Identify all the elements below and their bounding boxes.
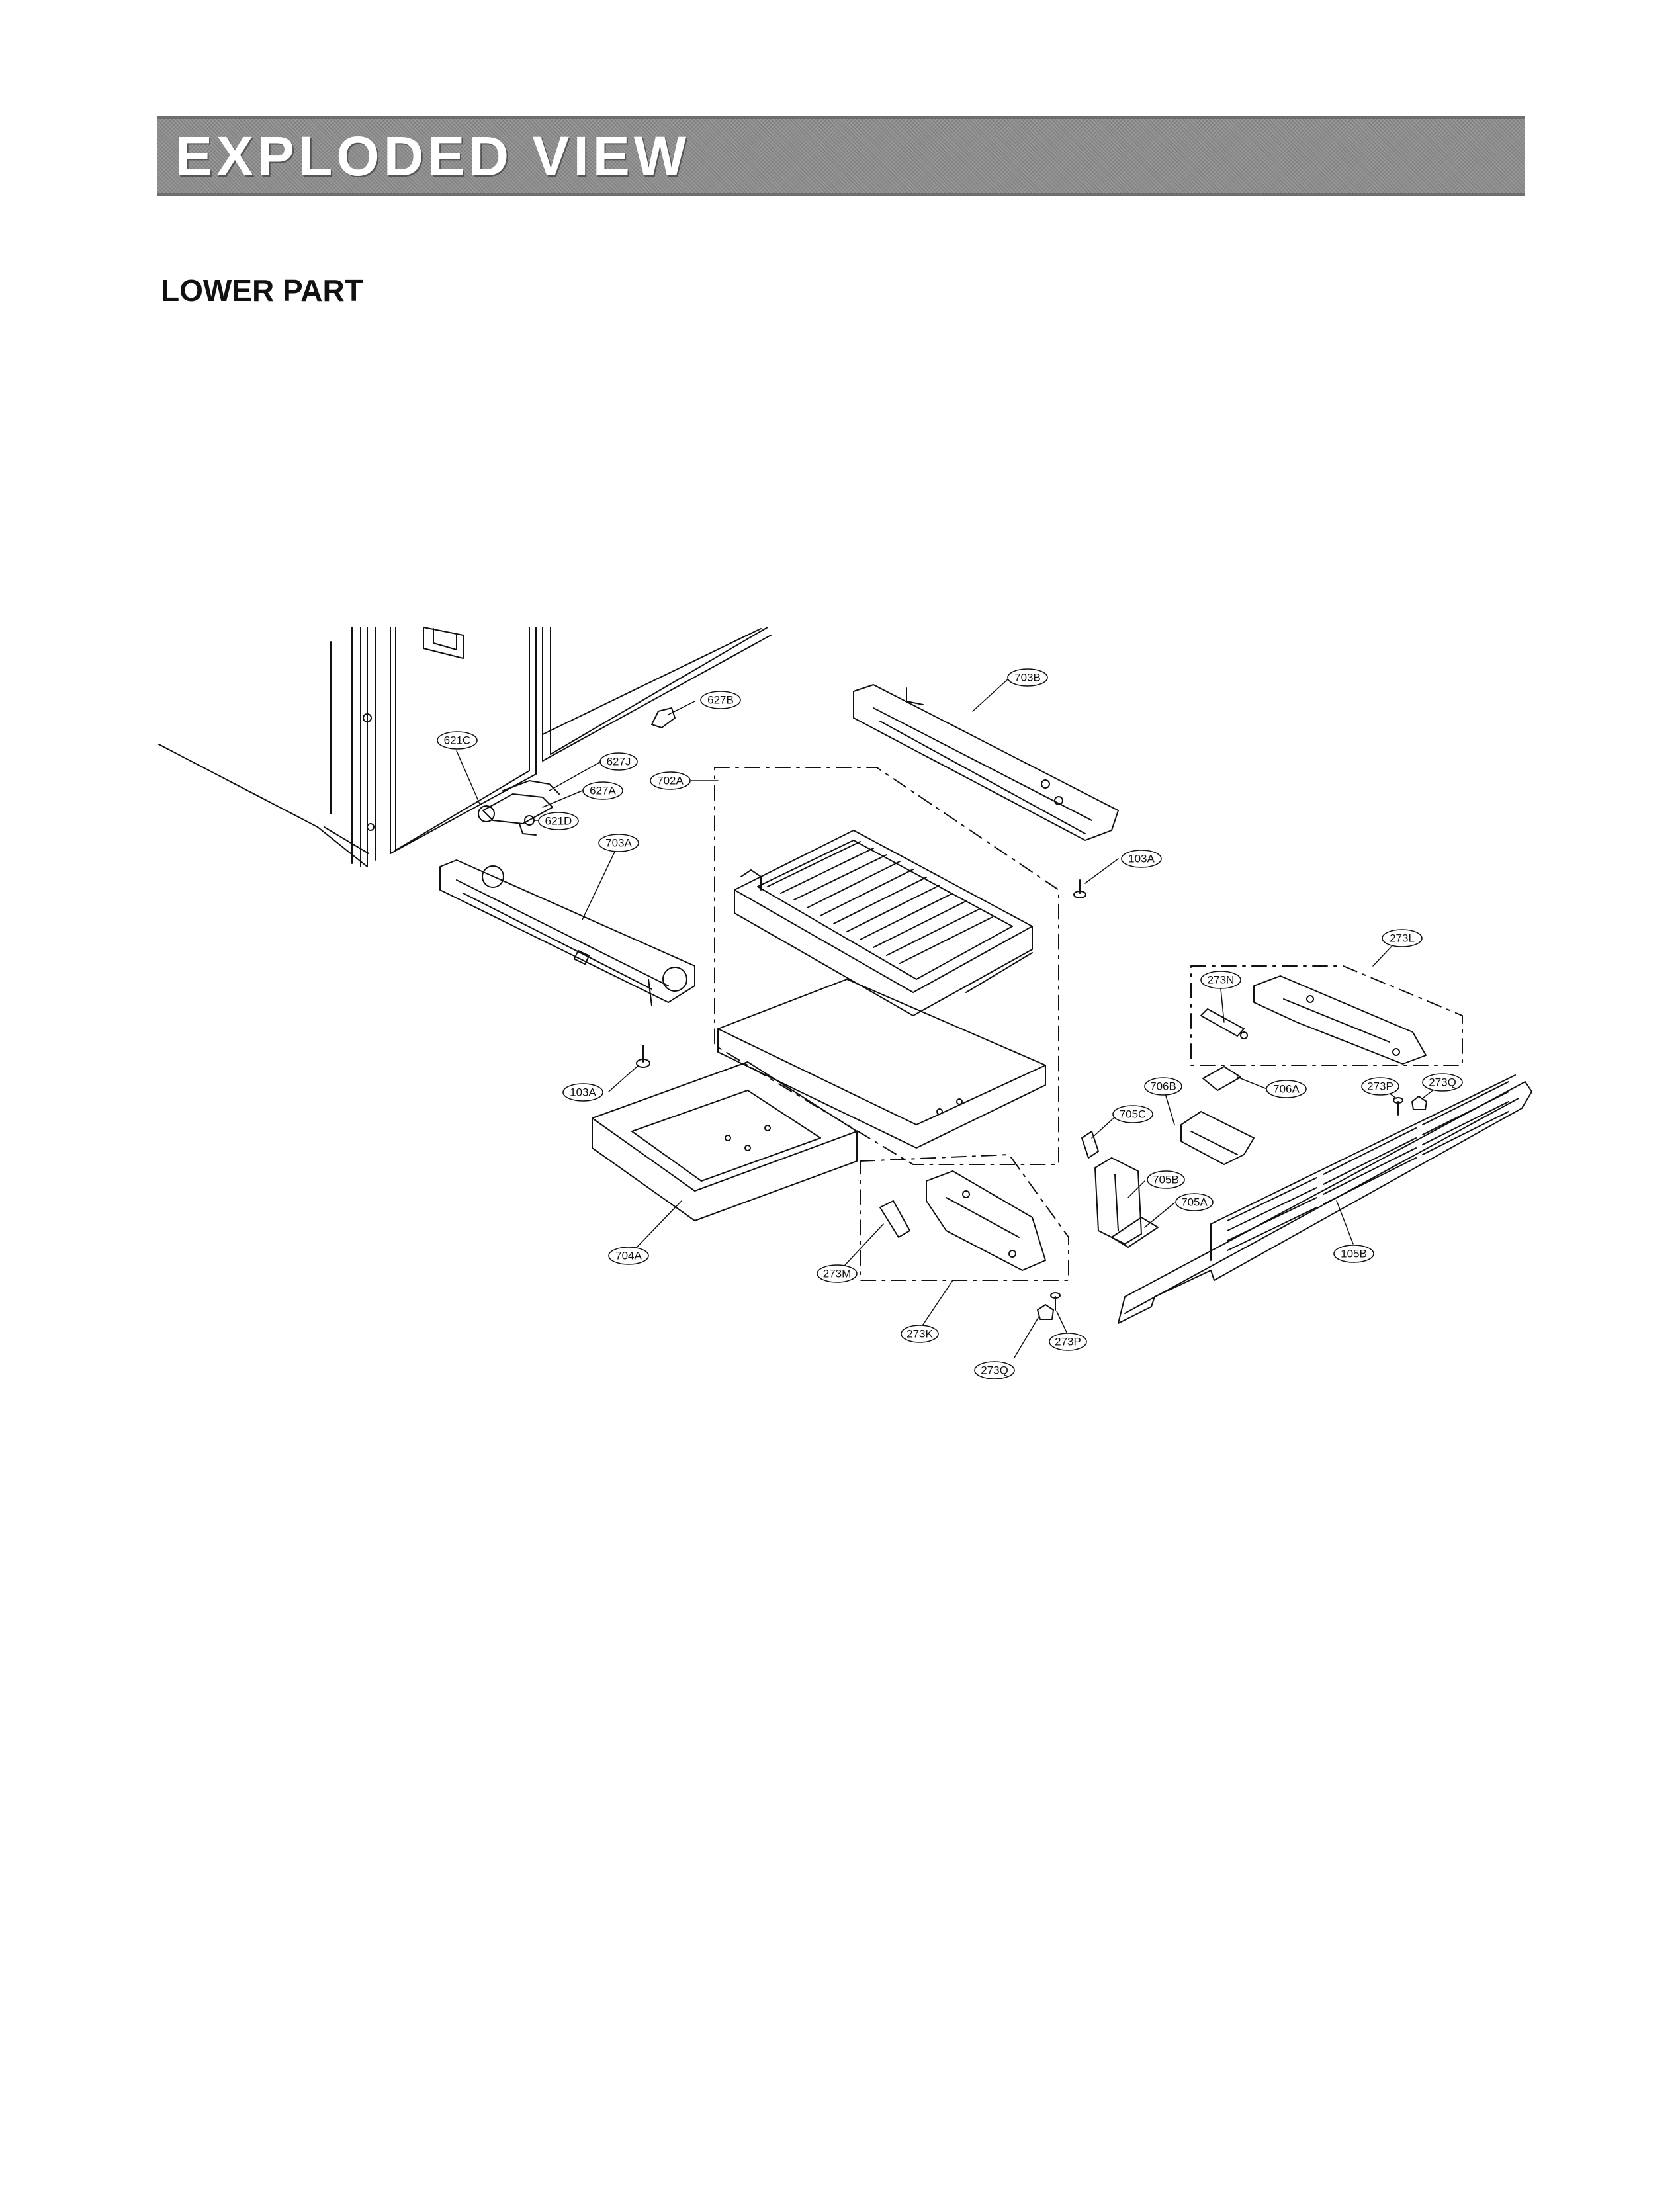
hinge-273k	[926, 1170, 1046, 1271]
callout-273k: 273K	[906, 1328, 933, 1340]
evaporator-part	[734, 830, 1033, 1016]
callout-703b: 703B	[1014, 672, 1041, 684]
callout-702a: 702A	[657, 775, 684, 787]
bracket-706b	[1180, 1111, 1255, 1165]
pin-273m	[879, 1200, 910, 1238]
callout-273l: 273L	[1390, 932, 1415, 945]
water-valve-part	[478, 780, 560, 836]
nut-621d	[524, 815, 535, 826]
callout-705a: 705A	[1181, 1196, 1208, 1209]
callout-627a: 627A	[590, 785, 616, 797]
grille-105b	[1118, 1074, 1532, 1324]
callout-103a-left: 103A	[570, 1086, 596, 1099]
screw-273p-right	[1393, 1097, 1403, 1116]
pad-706a	[1202, 1066, 1241, 1091]
callout-627b: 627B	[707, 694, 734, 707]
rail-703a	[439, 859, 695, 1006]
callout-105b: 105B	[1341, 1248, 1367, 1260]
callout-621d: 621D	[545, 815, 572, 828]
pin-273n	[1200, 1008, 1248, 1039]
bracket-627b	[651, 707, 676, 728]
callout-706a: 706A	[1273, 1083, 1300, 1096]
screw-103a-left	[636, 1045, 650, 1068]
callout-ovals	[437, 668, 1463, 1379]
cover-705c	[1081, 1131, 1099, 1159]
callout-273q-right: 273Q	[1429, 1076, 1456, 1089]
drawer-704a	[592, 1061, 858, 1221]
callout-705b: 705B	[1153, 1174, 1179, 1186]
callout-705c: 705C	[1120, 1108, 1147, 1121]
nut-273q-bottom	[1037, 1304, 1054, 1320]
callout-621c: 621C	[444, 734, 471, 747]
cabinet-part	[158, 627, 772, 867]
hinge-273l	[1253, 975, 1427, 1065]
callout-704a: 704A	[615, 1250, 642, 1262]
callout-703a: 703A	[605, 837, 632, 850]
screw-273p-bottom	[1050, 1292, 1061, 1311]
screw-103a-right	[1073, 879, 1086, 898]
callout-273p-bottom: 273P	[1055, 1336, 1081, 1348]
callout-273p-right: 273P	[1367, 1080, 1393, 1093]
section-title: LOWER PART	[161, 273, 363, 308]
callout-labels: 703B 627B 621C 627J 702A 627A 621D 703A …	[444, 672, 1456, 1377]
cover-705b	[1094, 1157, 1142, 1245]
group-273k	[860, 1154, 1069, 1281]
tray-part	[717, 979, 1046, 1149]
callout-706b: 706B	[1150, 1080, 1176, 1093]
bracket-705a	[1111, 1217, 1159, 1248]
rail-703b	[853, 684, 1119, 841]
page-title: EXPLODED VIEW	[175, 125, 691, 187]
callout-273n: 273N	[1208, 974, 1235, 986]
nut-273q-right	[1411, 1096, 1427, 1110]
callout-103a-right: 103A	[1128, 853, 1155, 865]
leader-lines	[456, 678, 1442, 1358]
group-702a	[714, 767, 1059, 1165]
callout-273q-bottom: 273Q	[981, 1364, 1008, 1377]
callout-273m: 273M	[823, 1268, 852, 1280]
header-banner: EXPLODED VIEW	[157, 116, 1525, 196]
callout-627j: 627J	[607, 756, 631, 768]
group-273l	[1190, 965, 1463, 1066]
